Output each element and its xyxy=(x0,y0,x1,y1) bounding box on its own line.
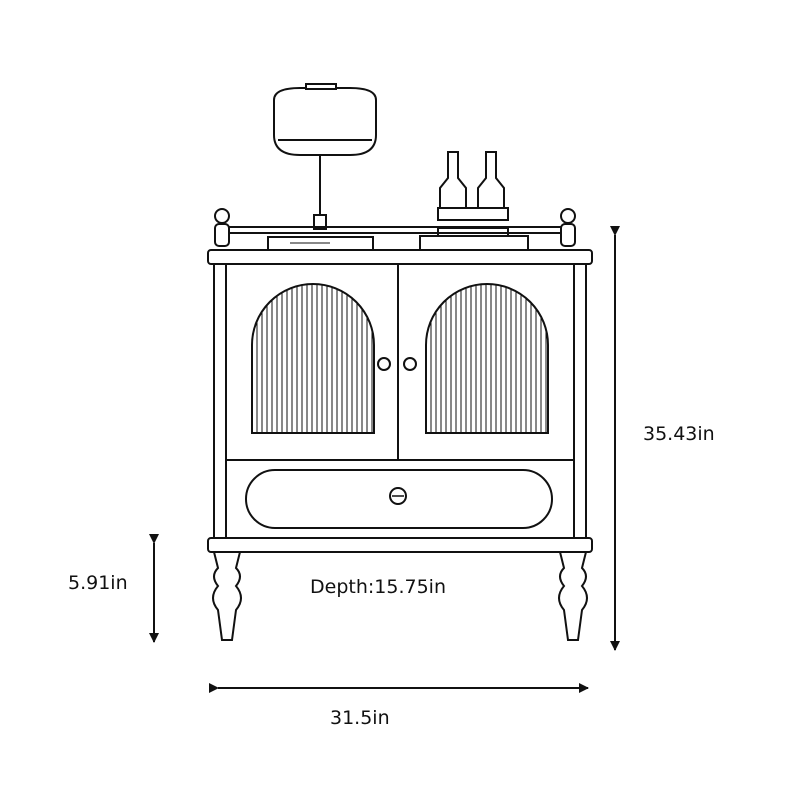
leg-right xyxy=(558,551,588,641)
drawer xyxy=(245,469,553,529)
leg-height-label: 5.91in xyxy=(68,572,128,594)
door-knob-right xyxy=(403,357,417,371)
leg-left xyxy=(212,551,242,641)
right-door xyxy=(425,283,549,434)
door-knob-left xyxy=(377,357,391,371)
books xyxy=(267,227,529,251)
depth-label: Depth:15.75in xyxy=(310,576,446,598)
gallery-rail xyxy=(214,208,576,247)
height-label: 35.43in xyxy=(643,423,715,445)
width-label: 31.5in xyxy=(330,707,390,729)
cabinet-top xyxy=(207,249,593,265)
cabinet-base xyxy=(207,537,593,553)
table-lamp xyxy=(273,83,377,230)
left-door xyxy=(251,283,375,434)
bottles xyxy=(437,151,509,221)
